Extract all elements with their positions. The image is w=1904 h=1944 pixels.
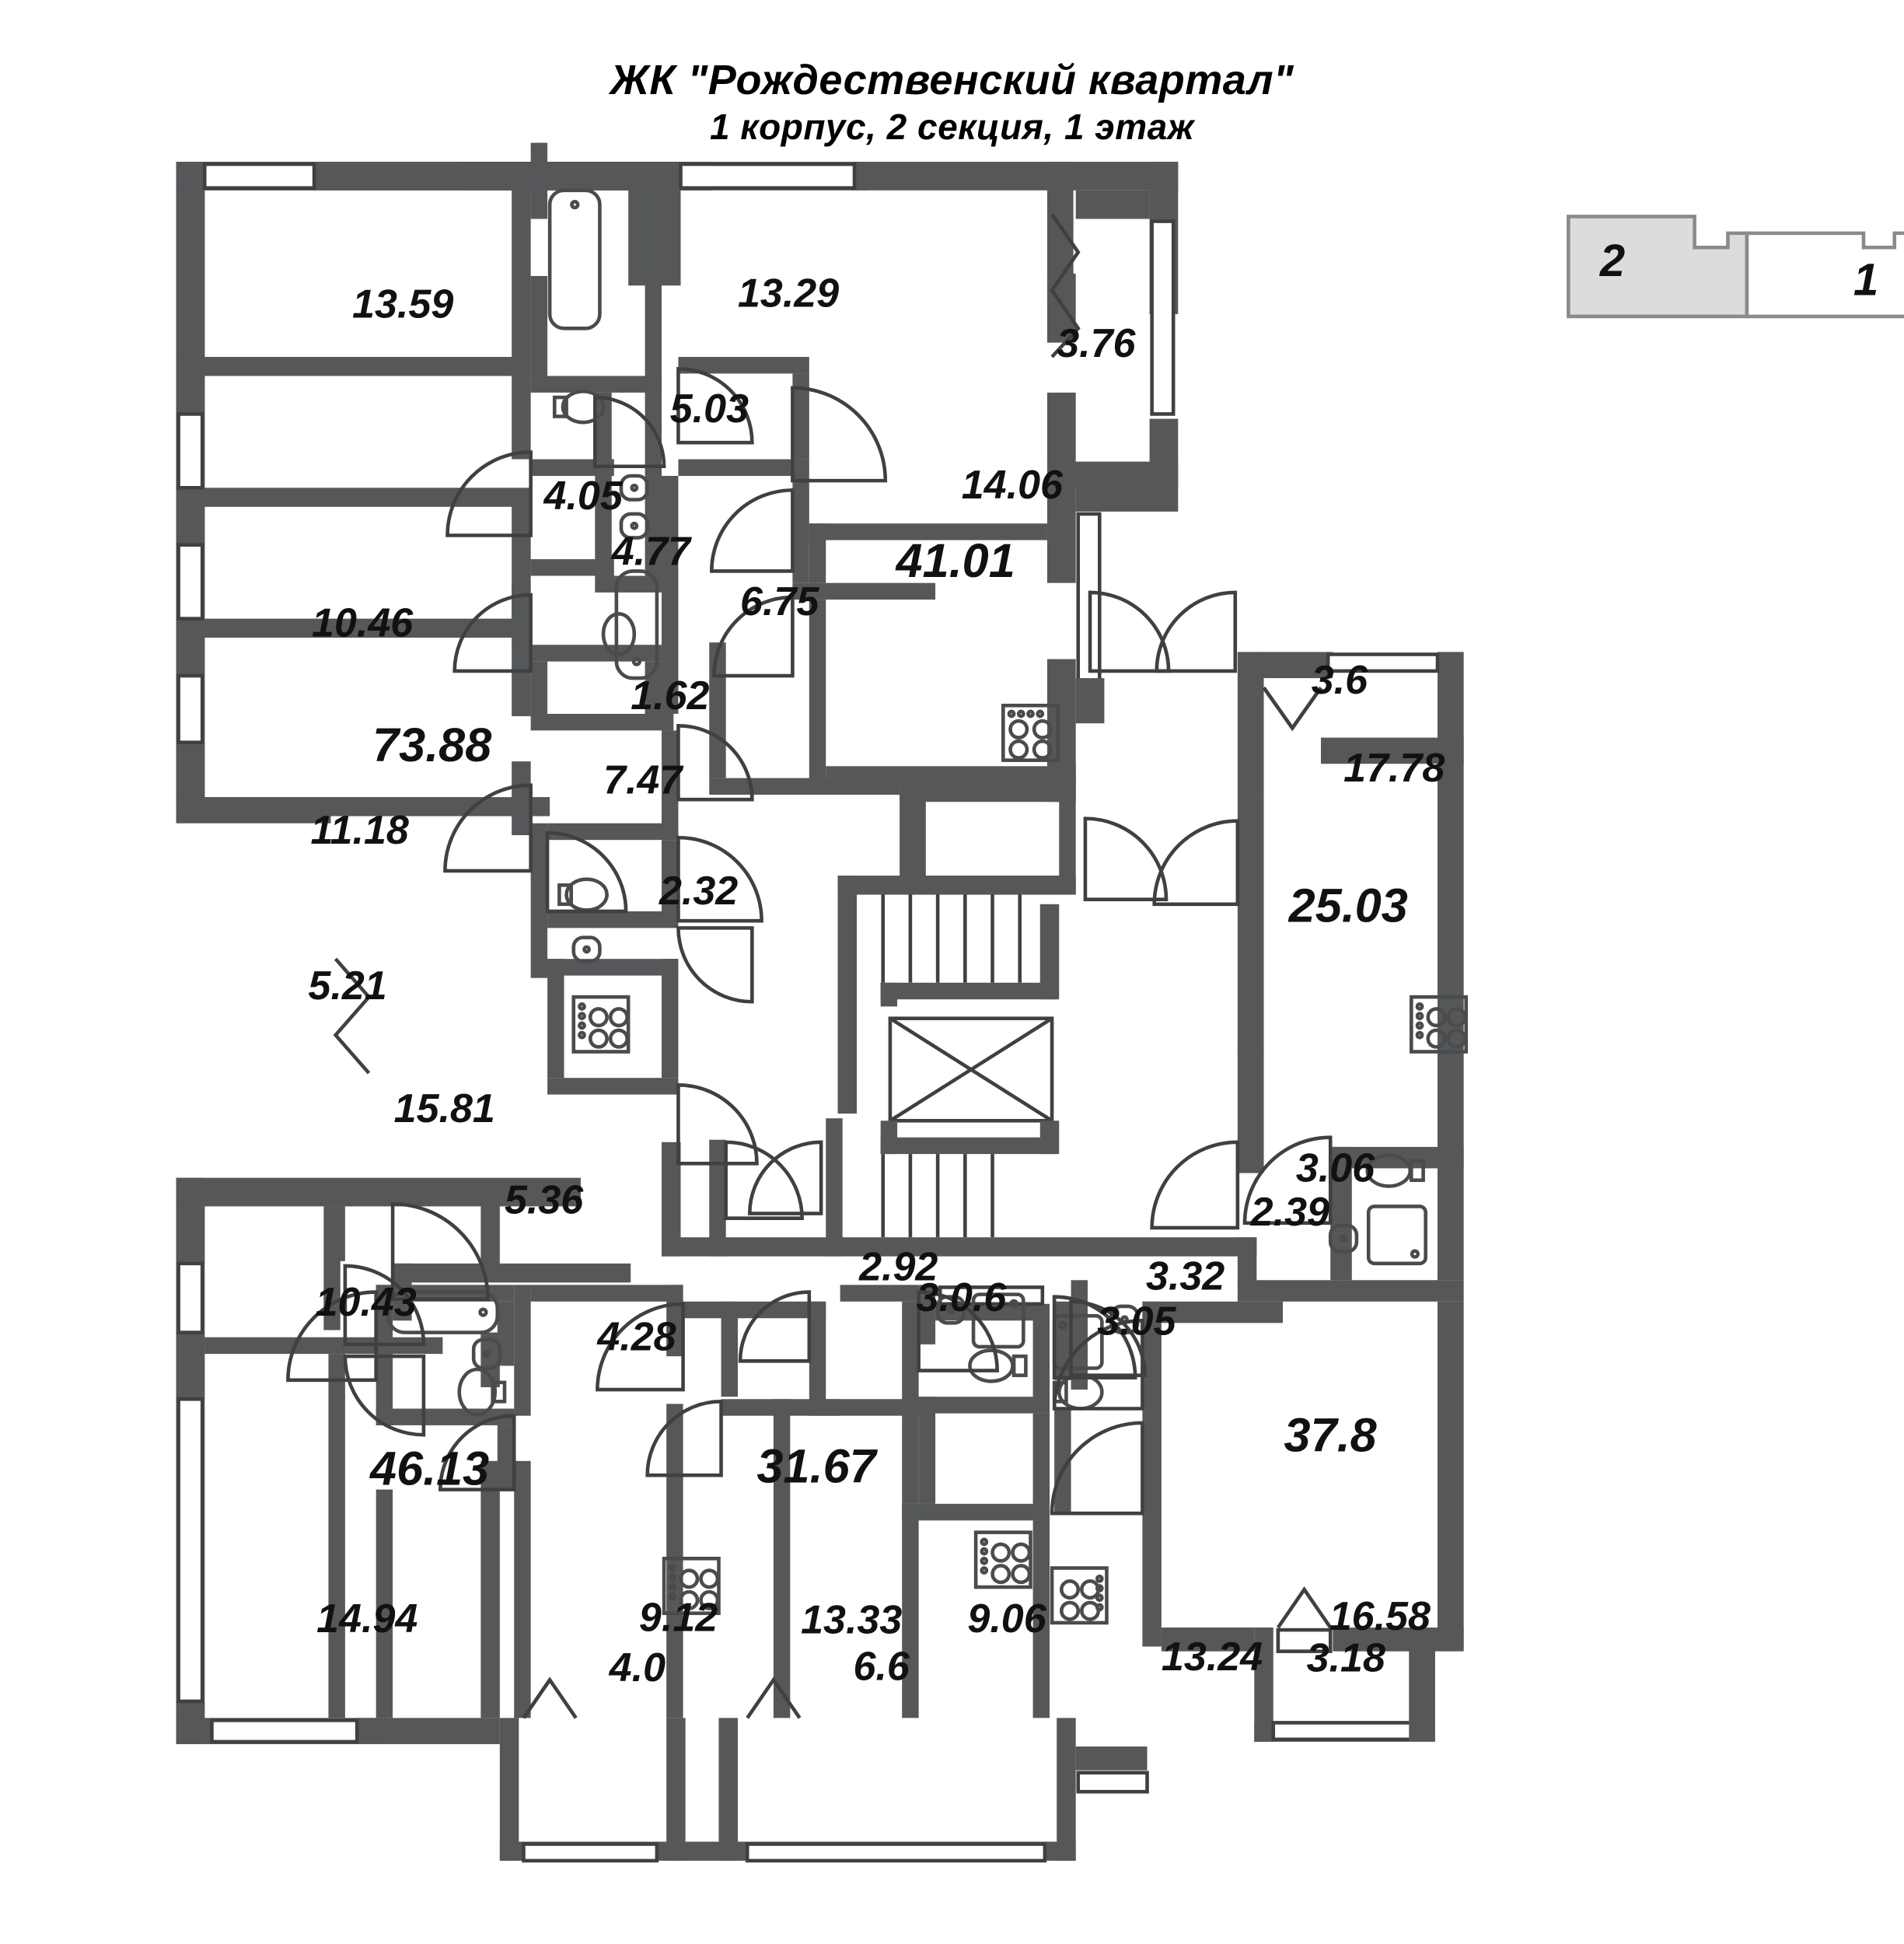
room-area-label: 3.05 xyxy=(1097,1299,1176,1344)
section-key-label-1: 1 xyxy=(1853,254,1878,305)
room-area-label: 15.81 xyxy=(394,1086,495,1131)
room-area-label: 37.8 xyxy=(1284,1409,1377,1462)
room-area-label: 14.06 xyxy=(962,463,1064,508)
room-area-label: 5.21 xyxy=(308,963,386,1009)
wall-group-apt-73-88 xyxy=(204,142,679,1095)
wall-group-right-upper xyxy=(1075,190,1464,1302)
room-area-label: 11.18 xyxy=(310,808,408,853)
section-key: 2 1 xyxy=(1567,215,1904,319)
wall-group-apt-37-8 xyxy=(1054,1280,1464,1742)
stove-icon xyxy=(1001,703,1060,762)
stove-icon xyxy=(973,1530,1032,1589)
stove-group xyxy=(571,703,1469,1625)
room-area-label: 3.18 xyxy=(1307,1636,1385,1681)
room-area-label: 4.77 xyxy=(611,530,692,575)
room-area-label: 13.29 xyxy=(738,271,839,316)
stair-core xyxy=(662,876,1257,1285)
room-area-label: 13.24 xyxy=(1162,1635,1263,1680)
room-area-label: 10.46 xyxy=(312,601,414,646)
room-area-label: 1.62 xyxy=(631,673,709,719)
wall-group-bottom-loggias xyxy=(499,1718,1149,1863)
room-area-label: 3.06 xyxy=(1296,1145,1375,1191)
room-area-label: 9.06 xyxy=(967,1596,1046,1642)
room-area-label: 2.39 xyxy=(1250,1190,1329,1235)
room-area-label: 4.05 xyxy=(543,474,623,519)
room-area-label: 2.92 xyxy=(858,1244,938,1289)
wall-group-lower xyxy=(176,1177,581,1744)
room-area-label: 14.94 xyxy=(316,1596,417,1642)
page-title: ЖК "Рождественский квартал" 1 корпус, 2 … xyxy=(0,56,1904,149)
stove-icon xyxy=(1410,995,1469,1054)
room-area-label: 4.0 xyxy=(609,1645,666,1691)
room-area-label: 17.78 xyxy=(1343,746,1445,791)
stove-icon xyxy=(662,1556,721,1615)
room-area-label: 3.32 xyxy=(1146,1254,1224,1299)
stove-icon xyxy=(1050,1566,1109,1625)
room-area-label: 25.03 xyxy=(1288,879,1408,932)
room-area-label: 6.75 xyxy=(740,579,819,624)
room-area-label: 31.67 xyxy=(756,1439,878,1492)
building-subtitle: 1 корпус, 2 секция, 1 этаж xyxy=(709,107,1195,147)
room-area-label: 46.13 xyxy=(369,1442,489,1495)
room-area-label: 6.6 xyxy=(853,1644,910,1689)
balcony-door-group xyxy=(333,213,1333,1719)
wall-group-apt-41-01 xyxy=(678,356,1076,895)
room-area-label: 13.33 xyxy=(801,1598,902,1643)
stove-icon xyxy=(571,995,631,1054)
room-area-label: 2.32 xyxy=(659,869,738,914)
room-area-label: 73.88 xyxy=(372,719,491,771)
section-key-label-2: 2 xyxy=(1599,236,1625,286)
room-area-label: 9.12 xyxy=(639,1596,718,1641)
room-area-label: 5.03 xyxy=(670,386,749,432)
room-label-group: 13.59 13.29 3.76 5.03 4.05 14.06 4.77 41… xyxy=(308,271,1445,1691)
window-group-top xyxy=(202,162,857,191)
room-area-label: 3.76 xyxy=(1057,321,1136,366)
window-group-left xyxy=(176,412,204,745)
room-area-label: 3.6 xyxy=(1312,658,1368,703)
room-area-label: 4.28 xyxy=(596,1315,676,1360)
room-area-label: 3.0.6 xyxy=(917,1275,1008,1320)
door-group xyxy=(286,366,1333,1516)
room-area-label: 16.58 xyxy=(1329,1594,1431,1639)
wall-group-apt-31-67 xyxy=(376,1263,1050,1718)
room-area-label: 13.59 xyxy=(352,282,453,327)
room-area-label: 7.47 xyxy=(603,758,683,803)
room-area-label: 41.01 xyxy=(895,534,1015,587)
room-area-label: 10.43 xyxy=(316,1280,417,1325)
project-name: ЖК "Рождественский квартал" xyxy=(610,57,1294,103)
room-area-label: 5.36 xyxy=(505,1178,584,1223)
